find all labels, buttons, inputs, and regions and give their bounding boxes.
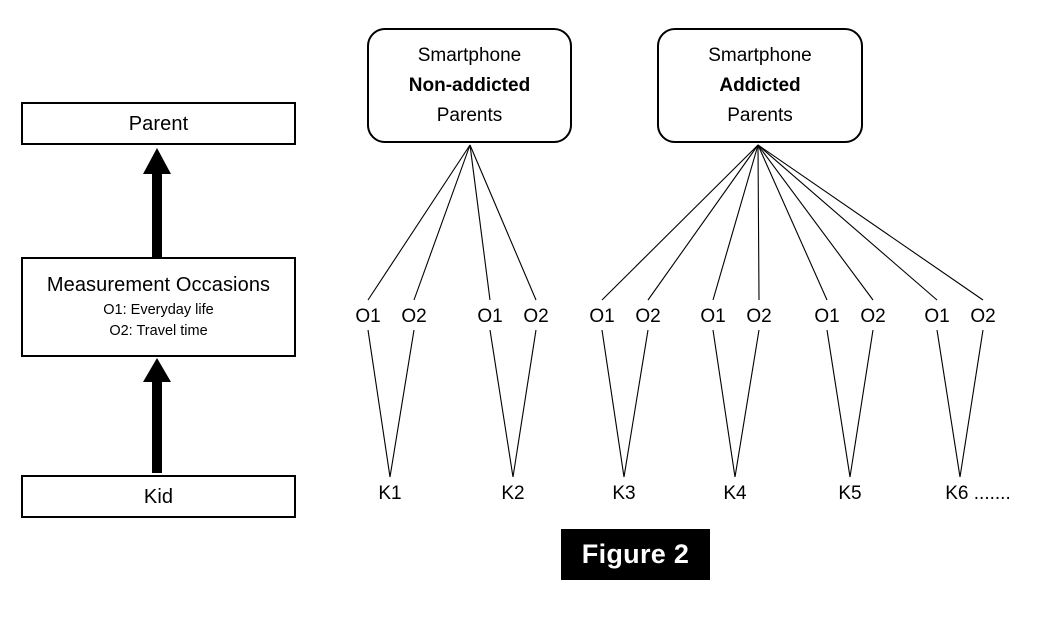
occasion-label-addicted-3: O1 <box>700 306 726 327</box>
edge-addicted-o1c <box>757 144 828 301</box>
measurement-occasions-title: Measurement Occasions <box>46 274 271 296</box>
edge-nonaddicted-o1b <box>469 144 491 301</box>
kid-label-k6: K6 ....... <box>945 483 1011 504</box>
edge-nonaddicted-o2b <box>469 144 537 301</box>
occasion-label-nonaddicted-2: O2 <box>401 306 427 327</box>
edge-o1b-k4 <box>712 329 736 478</box>
occasion-label-addicted-7: O1 <box>924 306 950 327</box>
occasion-label-addicted-2: O2 <box>635 306 661 327</box>
kid-label-k5: K5 <box>838 483 862 504</box>
edge-addicted-o2c <box>757 144 874 301</box>
occasion-label-nonaddicted-4: O2 <box>523 306 549 327</box>
occasion-label-nonaddicted-1: O1 <box>355 306 381 327</box>
occasion-label-addicted-1: O1 <box>589 306 615 327</box>
kid-label-k3: K3 <box>612 483 636 504</box>
kid-label-k2: K2 <box>501 483 525 504</box>
measurement-occasion-o1: O1: Everyday life <box>103 302 214 318</box>
edge-o2b-k4 <box>734 329 760 478</box>
edge-nonaddicted-o1a <box>367 144 471 301</box>
arrow-shaft-kid <box>152 376 162 473</box>
parent-box: Parent <box>21 102 296 145</box>
occasion-label-addicted-8: O2 <box>970 306 996 327</box>
edge-o2d-k6 <box>959 329 984 478</box>
arrow-head-kid <box>143 358 171 382</box>
group-addicted-line3: Parents <box>727 104 793 126</box>
group-addicted-line2: Addicted <box>719 74 801 96</box>
edge-o2b-k2 <box>512 329 537 478</box>
group-box-non-addicted: Smartphone Non-addicted Parents <box>367 28 572 143</box>
occasion-label-addicted-5: O1 <box>814 306 840 327</box>
occasion-label-addicted-4: O2 <box>746 306 772 327</box>
edge-addicted-o2b <box>757 144 760 301</box>
edge-o2c-k5 <box>849 329 874 478</box>
group-non-addicted-line3: Parents <box>436 104 503 126</box>
arrow-shaft-measurement <box>152 170 162 257</box>
edge-o1a-k1 <box>367 329 391 478</box>
figure-caption-banner: Figure 2 <box>561 529 710 580</box>
arrow-head-measurement <box>143 148 171 174</box>
edge-o2a-k1 <box>389 329 415 478</box>
measurement-occasions-box: Measurement Occasions O1: Everyday life … <box>21 257 296 357</box>
edge-addicted-o2a <box>647 144 759 301</box>
group-addicted-line1: Smartphone <box>708 44 812 66</box>
edge-addicted-o1a <box>601 144 759 301</box>
occasion-label-nonaddicted-3: O1 <box>477 306 503 327</box>
kid-box-title: Kid <box>143 485 174 508</box>
edge-o1b-k2 <box>489 329 514 478</box>
group-non-addicted-line2: Non-addicted <box>408 74 531 96</box>
edge-nonaddicted-o2a <box>413 144 471 301</box>
edge-addicted-o1d <box>757 144 938 301</box>
group-box-addicted: Smartphone Addicted Parents <box>657 28 863 143</box>
edge-o1d-k6 <box>936 329 961 478</box>
edge-o1c-k5 <box>826 329 851 478</box>
edge-addicted-o1b <box>712 144 759 301</box>
measurement-occasion-o2: O2: Travel time <box>109 323 208 339</box>
occasion-label-addicted-6: O2 <box>860 306 886 327</box>
kid-label-k4: K4 <box>723 483 747 504</box>
parent-box-title: Parent <box>128 112 189 135</box>
edge-o1a-k3 <box>601 329 625 478</box>
kid-label-k1: K1 <box>378 483 402 504</box>
group-non-addicted-line1: Smartphone <box>417 44 522 66</box>
edge-addicted-o2d <box>757 144 984 301</box>
edge-o2a-k3 <box>623 329 649 478</box>
kid-box: Kid <box>21 475 296 518</box>
